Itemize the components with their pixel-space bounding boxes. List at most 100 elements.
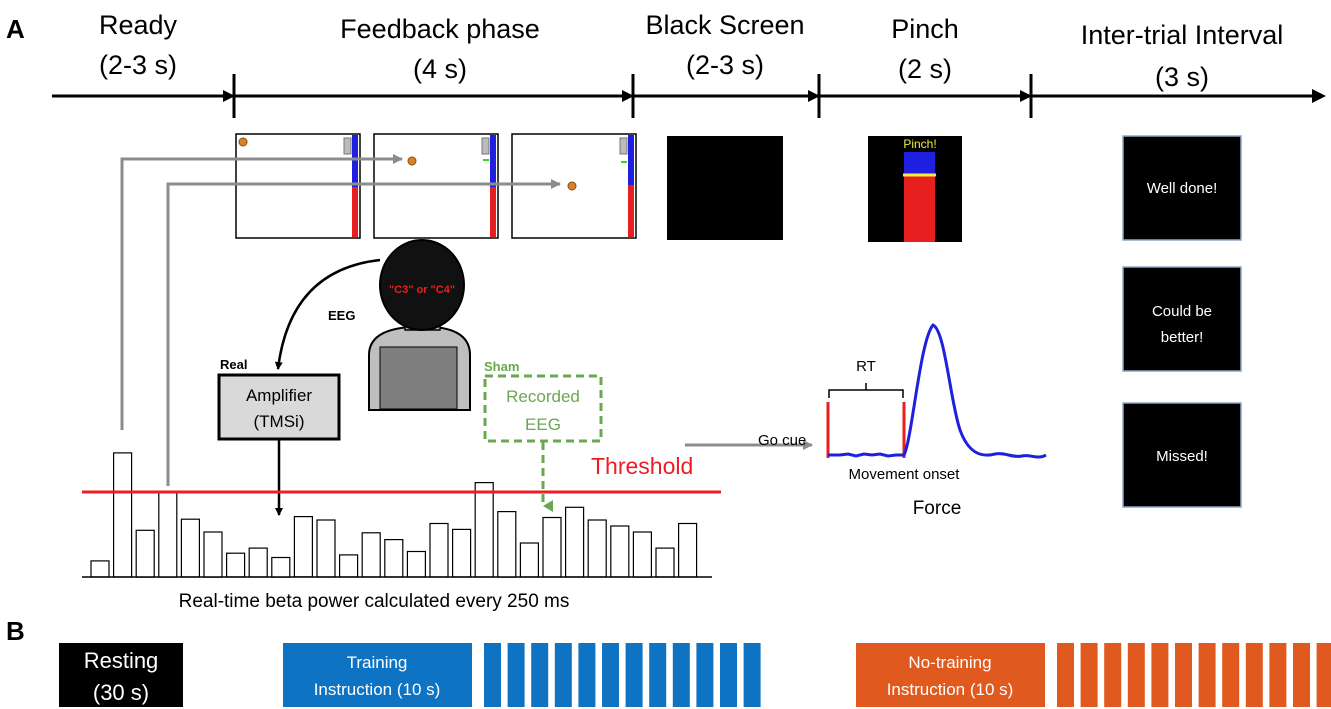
phase-iti-name: Inter-trial Interval [1081,20,1284,50]
black-screen [667,136,783,240]
timeline-arrowhead-3 [808,90,820,102]
beta-bar [203,531,223,578]
trial-block [1198,643,1216,707]
trial-block [1127,643,1145,707]
phase-black-duration: (2-3 s) [686,50,764,80]
beta-bar [677,522,698,578]
trial-block [507,643,525,707]
feedback-screen-2 [373,133,499,239]
timeline-arrowhead-2 [622,90,634,102]
force-title: Force [913,498,962,519]
phase-iti-duration: (3 s) [1155,62,1209,92]
phase-ready-name: Ready [99,10,178,40]
beta-bar [248,547,268,578]
trial-block [720,643,737,707]
feedback-bar-bottom [490,187,496,237]
beta-bar [384,538,404,578]
pinch-bar-top [904,152,935,176]
beta-bar [542,516,562,578]
trial-block [554,643,572,707]
feedback-bar-top [352,135,358,187]
beta-bar [497,511,517,578]
training-trials [484,643,761,707]
beta-bar [339,554,359,578]
notraining-trials [1057,643,1331,707]
phase-feedback-name: Feedback phase [340,14,540,44]
feedback-bar-top [490,135,496,187]
amplifier-label-line1: Amplifier [246,386,312,405]
trial-block [1222,643,1240,707]
recorded-eeg-line1: Recorded [506,387,580,406]
go-cue-label: Go cue [758,432,806,449]
trial-block [1293,643,1310,707]
movement-onset-label: Movement onset [849,466,961,483]
trial-block [1269,643,1287,707]
beta-bar [112,452,133,578]
timeline-arrowhead-end [1312,89,1326,103]
force-panel: RT Go cue Movement onset Force [758,323,1047,519]
resting-line1: Resting [84,648,159,673]
ball-icon [407,156,417,166]
trial-block [531,643,549,707]
beta-bar [316,519,336,578]
trial-block [484,643,501,707]
trial-block [1057,643,1074,707]
beta-bar [429,522,449,578]
iti-message-well-done: Well done! [1122,135,1242,241]
beta-bar [655,547,675,578]
ball-icon [567,181,577,191]
amplifier-label-line2: (TMSi) [254,412,305,431]
trial-block [672,643,690,707]
net-icon [343,137,352,155]
beta-bar [564,506,585,578]
phase-pinch-duration: (2 s) [898,54,952,84]
sham-label: Sham [484,359,519,374]
feedback-screen-3 [511,133,637,239]
trial-block [1175,643,1192,707]
beta-bar [406,550,426,578]
beta-bar [226,552,246,578]
beta-bar [632,531,653,578]
beta-bar [452,528,472,578]
connector-arrow-1 [120,154,403,430]
phase-ready-duration: (2-3 s) [99,50,177,80]
training-line2: Instruction (10 s) [314,680,441,699]
training-instruction-block: Training Instruction (10 s) [283,643,472,707]
timeline: Ready (2-3 s) Feedback phase (4 s) Black… [52,10,1326,118]
beta-caption: Real-time beta power calculated every 25… [179,591,570,612]
trial-block [696,643,714,707]
trial-block [743,643,761,707]
beta-bar [587,519,607,578]
amplifier-box [217,373,341,441]
trial-block [1151,643,1169,707]
beta-bar [135,529,155,578]
pinch-label: Pinch! [903,137,936,151]
beta-bar [610,525,630,578]
trial-block [1080,643,1098,707]
participant-icon: "C3" or "C4" [368,239,471,411]
notraining-instruction-block: No-training Instruction (10 s) [856,643,1045,707]
training-line1: Training [347,653,408,672]
iti-message-well-done-text: Well done! [1147,180,1218,197]
trial-block [1104,643,1122,707]
rt-bracket [828,383,904,398]
recorded-eeg-box [483,374,603,443]
timeline-arrowhead-4 [1020,90,1032,102]
beta-bar [519,542,540,578]
notraining-line1: No-training [908,653,991,672]
resting-line2: (30 s) [93,680,149,705]
trial-block [1245,643,1263,707]
resting-block: Resting (30 s) [59,643,183,707]
trial-block [625,643,643,707]
trial-block [649,643,667,707]
panel-label-a: A [6,14,25,44]
trial-block [602,643,619,707]
beta-bar [158,492,178,578]
beta-bar [474,482,494,578]
beta-bar [90,560,110,578]
force-curve [828,323,1047,459]
beta-bar [361,532,381,578]
phase-feedback-duration: (4 s) [413,54,467,84]
net-icon [481,137,490,155]
